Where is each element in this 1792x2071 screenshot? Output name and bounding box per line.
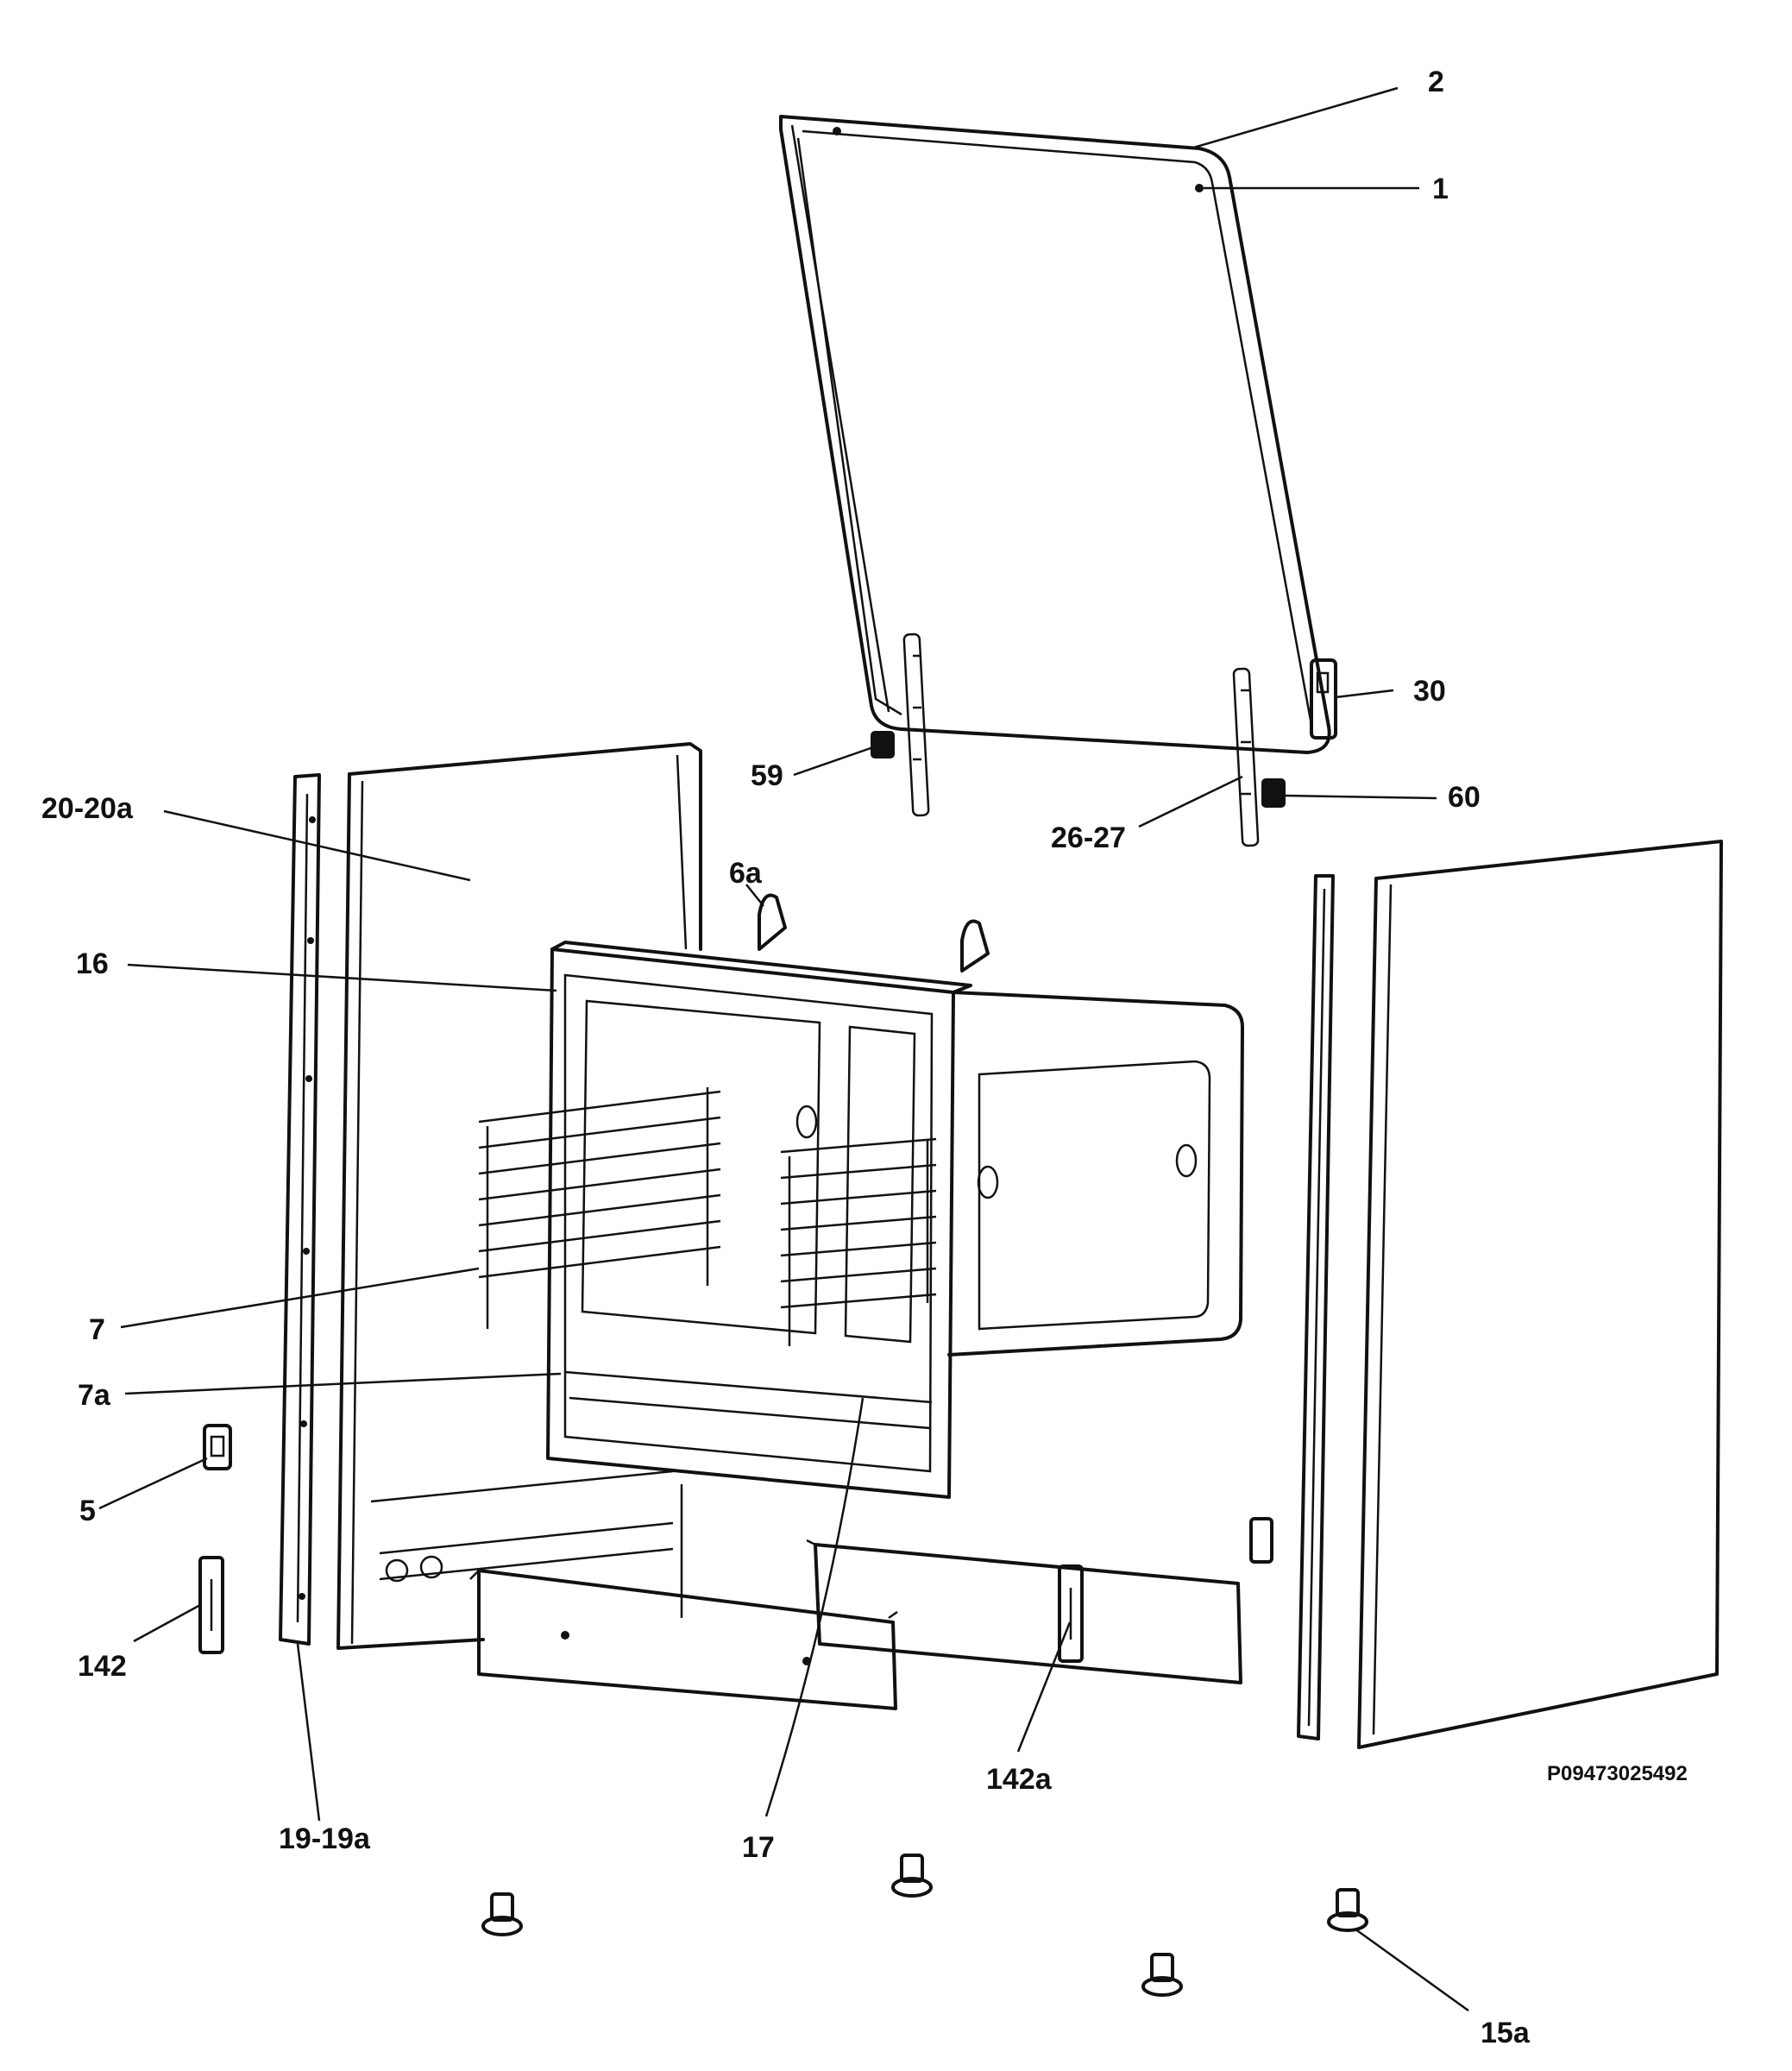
label-26-27: 26-27	[1051, 821, 1126, 854]
leader-lines	[98, 86, 1469, 2012]
side-panel-right	[1357, 840, 1723, 1749]
label-6a: 6a	[729, 857, 763, 890]
bottom-rear-panel	[806, 1539, 1242, 1684]
hinge-bracket-left	[871, 731, 895, 759]
cavity-clip-left	[758, 893, 787, 951]
foot-4	[1327, 1888, 1368, 1932]
bracket-part-142	[198, 1556, 224, 1654]
label-30: 30	[1413, 675, 1446, 708]
bottom-front-panel	[469, 1569, 898, 1710]
shelf-support-left	[478, 1087, 721, 1329]
foot-2	[891, 1854, 933, 1898]
clip-right	[1249, 1517, 1273, 1564]
foot-3	[1141, 1953, 1183, 1997]
oven-cavity	[546, 941, 1244, 1499]
label-20-20a: 20-20a	[41, 792, 134, 825]
label-15a: 15a	[1481, 2017, 1531, 2049]
label-7a: 7a	[78, 1379, 111, 1412]
bracket-part-142a	[1058, 1564, 1084, 1663]
label-19-19a: 19-19a	[279, 1822, 371, 1855]
label-142a: 142a	[986, 1763, 1053, 1796]
side-rail-left	[279, 773, 321, 1646]
label-2: 2	[1428, 66, 1444, 98]
side-panel-left	[336, 742, 702, 1650]
door-hinge-right	[1232, 667, 1260, 847]
label-7: 7	[89, 1313, 105, 1346]
label-17: 17	[742, 1831, 775, 1864]
label-142: 142	[78, 1650, 127, 1683]
foot-1	[481, 1892, 523, 1936]
shelf-support-right	[780, 1137, 937, 1346]
hinge-catch	[1310, 658, 1337, 740]
drawing-code: P09473025492	[1547, 1762, 1688, 1785]
label-60: 60	[1448, 781, 1481, 814]
oven-door	[779, 115, 1331, 754]
door-hinge-left	[902, 633, 930, 817]
side-rail-right	[1297, 874, 1335, 1741]
label-1: 1	[1432, 173, 1449, 205]
label-16: 16	[76, 947, 109, 980]
label-59: 59	[751, 759, 783, 792]
hinge-bracket-right	[1261, 778, 1286, 808]
cavity-clip-right	[960, 919, 990, 973]
label-5: 5	[79, 1495, 96, 1527]
clip-part-5	[203, 1424, 232, 1470]
